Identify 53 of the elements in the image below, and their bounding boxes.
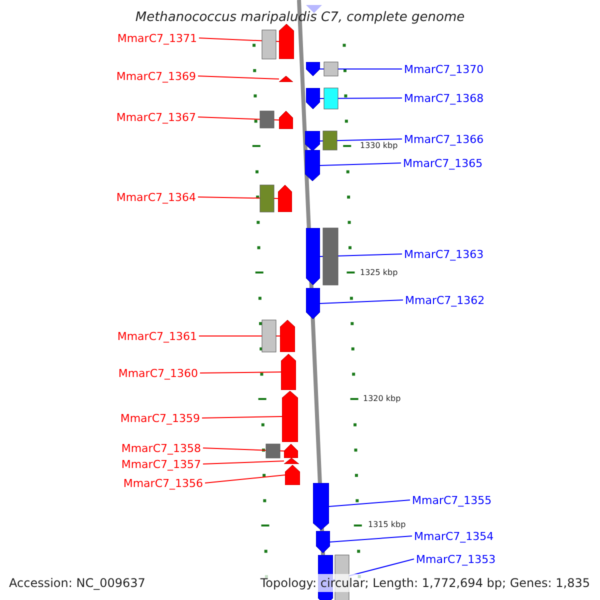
info-text: Topology: circular; Length: 1,772,694 bp; Genes: 1,835 — [260, 574, 590, 592]
gene-label: MmarC7_1359 — [120, 412, 200, 424]
gene-feature — [280, 320, 295, 352]
gene-feature — [279, 24, 294, 59]
gene-label: MmarC7_1363 — [404, 248, 484, 260]
gene-feature — [282, 391, 298, 442]
gene-label: MmarC7_1356 — [123, 476, 203, 490]
scale-label: 1320 kbp — [363, 394, 401, 403]
gene-label: MmarC7_1355 — [412, 494, 492, 506]
gene-feature — [278, 185, 292, 212]
leader-line — [330, 536, 412, 542]
scale-label: 1325 kbp — [360, 268, 398, 277]
gene-label: MmarC7_1365 — [403, 156, 483, 170]
gene-feature — [305, 131, 320, 151]
leader-line — [320, 68, 402, 70]
leader-line — [202, 460, 284, 464]
scale-label: 1330 kbp — [360, 141, 398, 150]
gene-label: MmarC7_1361 — [117, 330, 197, 342]
diagram-title: Methanococcus maripaludis C7, complete genome — [134, 10, 466, 25]
gene-feature — [279, 111, 293, 129]
gene-label: MmarC7_1367 — [116, 110, 196, 124]
leader-line — [320, 300, 404, 304]
gene-label: MmarC7_1358 — [121, 442, 201, 454]
leader-line — [204, 474, 286, 484]
scale-label: 1315 kbp — [368, 520, 406, 529]
gene-feature — [306, 228, 320, 285]
leader-line — [320, 162, 402, 166]
leader-line — [202, 416, 282, 418]
leader-line — [320, 98, 402, 99]
gene-label: MmarC7_1364 — [116, 190, 196, 204]
gene-feature — [281, 354, 296, 390]
gene-label: MmarC7_1353 — [416, 552, 496, 566]
gene-label: MmarC7_1366 — [404, 132, 484, 146]
gene-feature — [306, 62, 320, 76]
gene-label: MmarC7_1354 — [414, 530, 494, 542]
gene-feature — [306, 288, 320, 319]
gene-feature — [316, 531, 330, 553]
gene-label: MmarC7_1362 — [405, 294, 485, 306]
leader-line — [200, 372, 282, 374]
gene-feature — [279, 76, 293, 82]
gene-feature — [306, 88, 320, 109]
gene-label: MmarC7_1371 — [117, 32, 197, 44]
gene-label: MmarC7_1360 — [118, 366, 198, 380]
gene-label: MmarC7_1357 — [121, 458, 201, 470]
gene-feature — [305, 150, 320, 181]
leader-line — [328, 500, 410, 507]
leader-line — [320, 138, 402, 142]
gene-label: MmarC7_1369 — [116, 70, 196, 82]
leader-line — [202, 448, 284, 452]
leader-line — [198, 116, 280, 120]
leader-line — [198, 76, 280, 80]
gene-label: MmarC7_1370 — [404, 62, 484, 76]
gene-label: MmarC7_1368 — [404, 92, 484, 104]
